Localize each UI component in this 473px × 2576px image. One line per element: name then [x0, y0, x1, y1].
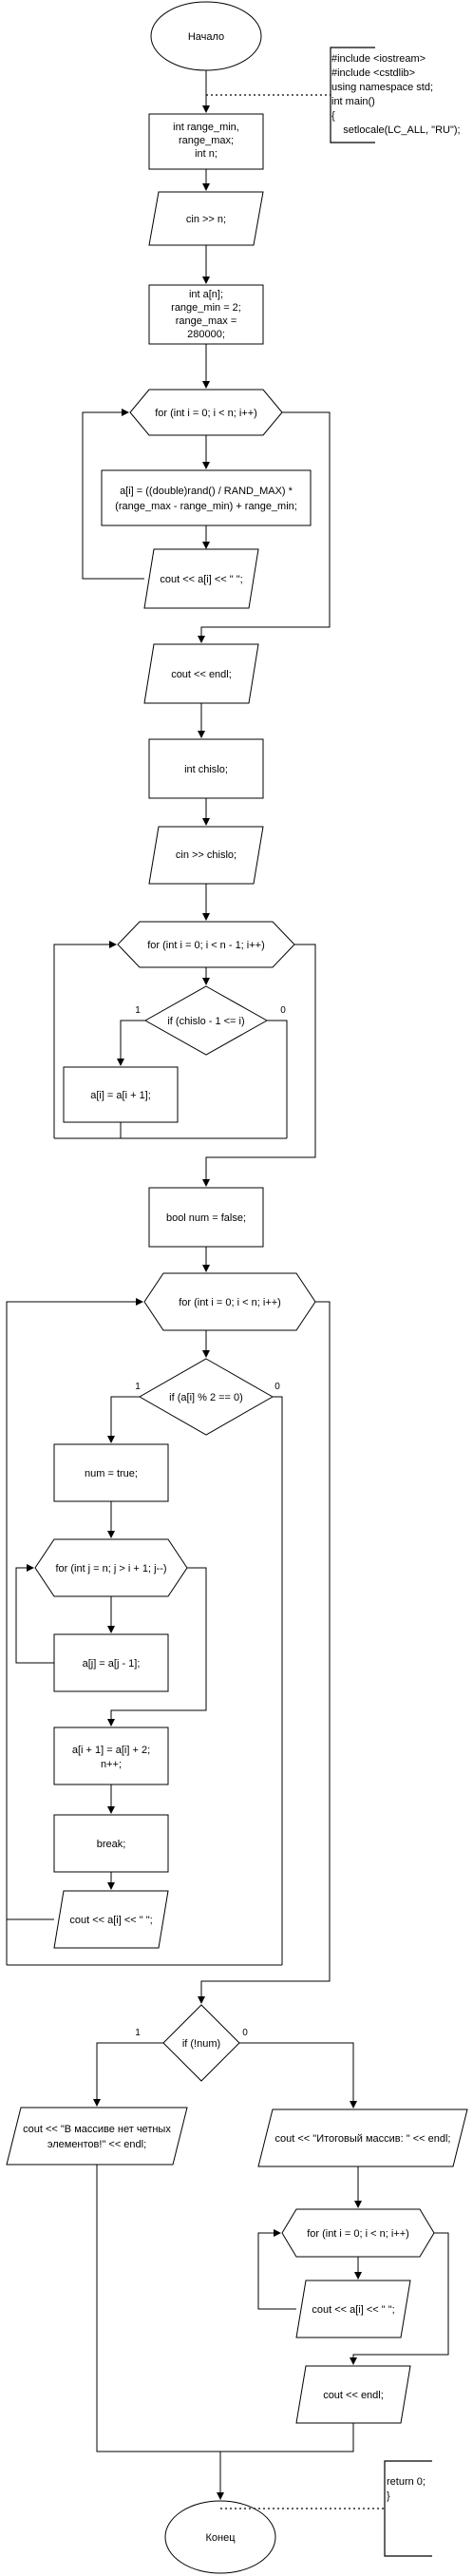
svg-text:cout << a[i] << " ";: cout << a[i] << " ";: [160, 574, 242, 585]
svg-text:if (chislo - 1 <= i): if (chislo - 1 <= i): [167, 1016, 244, 1027]
loop-final: for (int i = 0; i < n; i++): [281, 2208, 435, 2258]
return-note: return 0; }: [384, 2460, 432, 2557]
svg-text:{: {: [331, 110, 335, 122]
declare-range-process: int range_min, range_max; int n;: [148, 113, 264, 170]
branch-label-shift-true: 1: [135, 1005, 141, 1016]
declare-array-process: int a[n]; range_min = 2; range_max = 280…: [148, 284, 264, 345]
svg-text:cout << endl;: cout << endl;: [323, 2390, 384, 2401]
svg-text:cout << endl;: cout << endl;: [171, 669, 232, 680]
assign-num-true-process: num = true;: [53, 1443, 169, 1502]
svg-text:int range_min,: int range_min,: [173, 122, 239, 133]
output-endl-io-1: cout << endl;: [143, 643, 259, 704]
svg-text:cout << "В массиве нет четных: cout << "В массиве нет четных: [23, 2124, 171, 2135]
svg-text:#include <cstdlib>: #include <cstdlib>: [331, 67, 415, 79]
output-element-io-1: cout << a[i] << " ";: [143, 548, 259, 609]
output-result-title-io: cout << "Итоговый массив: " << endl;: [257, 2109, 468, 2167]
svg-text:cout << a[i] << " ";: cout << a[i] << " ";: [69, 1915, 152, 1926]
svg-text:cin >> n;: cin >> n;: [186, 214, 226, 225]
input-n-io: cin >> n;: [148, 191, 264, 246]
output-no-even-io: cout << "В массиве нет четных элементов!…: [6, 2107, 188, 2166]
declare-chislo-process: int chislo;: [148, 738, 264, 799]
svg-text:range_max =: range_max =: [176, 315, 237, 327]
loop-main: for (int i = 0; i < n; i++): [143, 1272, 316, 1331]
svg-text:if (a[i] % 2 == 0): if (a[i] % 2 == 0): [169, 1392, 243, 1403]
svg-text:for (int i = 0; i < n; i++): for (int i = 0; i < n; i++): [155, 408, 257, 419]
assign-random-process: a[i] = ((double)rand() / RAND_MAX) * (ra…: [101, 469, 312, 526]
connectors: [6, 70, 449, 2500]
svg-text:cout << a[i] << " ";: cout << a[i] << " ";: [312, 2304, 394, 2316]
end-terminator: Конец: [164, 2500, 276, 2574]
output-element-io-2: cout << a[i] << " ";: [53, 1890, 169, 1949]
svg-text:#include <iostream>: #include <iostream>: [331, 53, 426, 65]
svg-text:setlocale(LC_ALL, "RU");: setlocale(LC_ALL, "RU");: [331, 124, 461, 136]
break-process: break;: [53, 1814, 169, 1873]
svg-text:int chislo;: int chislo;: [184, 764, 228, 775]
loop-insert: for (int j = n; j > i + 1; j--): [34, 1538, 188, 1597]
svg-text:break;: break;: [97, 1839, 126, 1850]
svg-text:Начало: Начало: [188, 31, 224, 43]
condition-num-decision: if (!num): [162, 2004, 240, 2082]
output-endl-io-2: cout << endl;: [295, 2365, 411, 2424]
declare-num-process: bool num = false;: [148, 1187, 264, 1248]
svg-text:for (int i = 0; i < n; i++): for (int i = 0; i < n; i++): [307, 2228, 409, 2240]
svg-text:a[j] = a[j - 1];: a[j] = a[j - 1];: [83, 1658, 141, 1670]
svg-text:using namespace std;: using namespace std;: [331, 82, 433, 93]
svg-text:Конец: Конец: [205, 2532, 236, 2544]
svg-text:cout << "Итоговый массив: " <<: cout << "Итоговый массив: " << endl;: [275, 2133, 451, 2145]
branch-label-shift-false: 0: [280, 1005, 286, 1016]
svg-text:a[i + 1] = a[i] + 2;: a[i + 1] = a[i] + 2;: [72, 1745, 150, 1756]
svg-text:num = true;: num = true;: [85, 1468, 138, 1479]
svg-text:range_min = 2;: range_min = 2;: [171, 302, 241, 314]
svg-text:280000;: 280000;: [187, 329, 225, 340]
svg-text:int main(): int main(): [331, 96, 375, 107]
loop-fill-array: for (int i = 0; i < n; i++): [129, 389, 283, 436]
start-terminator: Начало: [150, 1, 262, 71]
svg-text:a[i] = a[i + 1];: a[i] = a[i + 1];: [90, 1090, 151, 1101]
svg-text:n++;: n++;: [101, 1759, 122, 1770]
svg-text:int n;: int n;: [195, 148, 218, 160]
condition-even-decision: if (a[i] % 2 == 0): [138, 1358, 274, 1436]
branch-label-even-false: 0: [274, 1382, 280, 1392]
svg-text:a[i] = ((double)rand() / RAND_: a[i] = ((double)rand() / RAND_MAX) *: [120, 486, 293, 497]
svg-text:for (int i = 0; i < n - 1; i++: for (int i = 0; i < n - 1; i++): [147, 940, 265, 951]
svg-text:int a[n];: int a[n];: [189, 289, 223, 300]
svg-text:for (int i = 0; i < n; i++): for (int i = 0; i < n; i++): [179, 1297, 281, 1308]
svg-text:(range_max - range_min) + rang: (range_max - range_min) + range_min;: [115, 501, 297, 512]
assign-shift-process: a[i] = a[i + 1];: [63, 1066, 179, 1123]
svg-text:элементов!" << endl;: элементов!" << endl;: [47, 2139, 146, 2150]
svg-text:}: }: [387, 2490, 390, 2502]
assign-move-process: a[j] = a[j - 1];: [53, 1633, 169, 1692]
svg-text:cin >> chislo;: cin >> chislo;: [176, 849, 236, 861]
condition-chislo-decision: if (chislo - 1 <= i): [143, 985, 269, 1056]
input-chislo-io: cin >> chislo;: [148, 826, 264, 885]
assign-insert-process: a[i + 1] = a[i] + 2; n++;: [53, 1727, 169, 1785]
svg-text:return 0;: return 0;: [387, 2476, 426, 2488]
svg-text:bool num = false;: bool num = false;: [166, 1212, 246, 1224]
svg-text:for (int j = n; j > i + 1; j--: for (int j = n; j > i + 1; j--): [55, 1563, 166, 1574]
output-element-io-3: cout << a[i] << " ";: [295, 2280, 411, 2338]
loop-shift: for (int i = 0; i < n - 1; i++): [117, 921, 295, 968]
includes-note: #include <iostream> #include <cstdlib> u…: [330, 47, 461, 143]
branch-label-num-false: 0: [242, 2028, 248, 2038]
branch-label-num-true: 1: [135, 2028, 141, 2038]
svg-text:if (!num): if (!num): [182, 2038, 220, 2050]
branch-label-even-true: 1: [135, 1382, 141, 1392]
svg-text:range_max;: range_max;: [179, 135, 234, 146]
